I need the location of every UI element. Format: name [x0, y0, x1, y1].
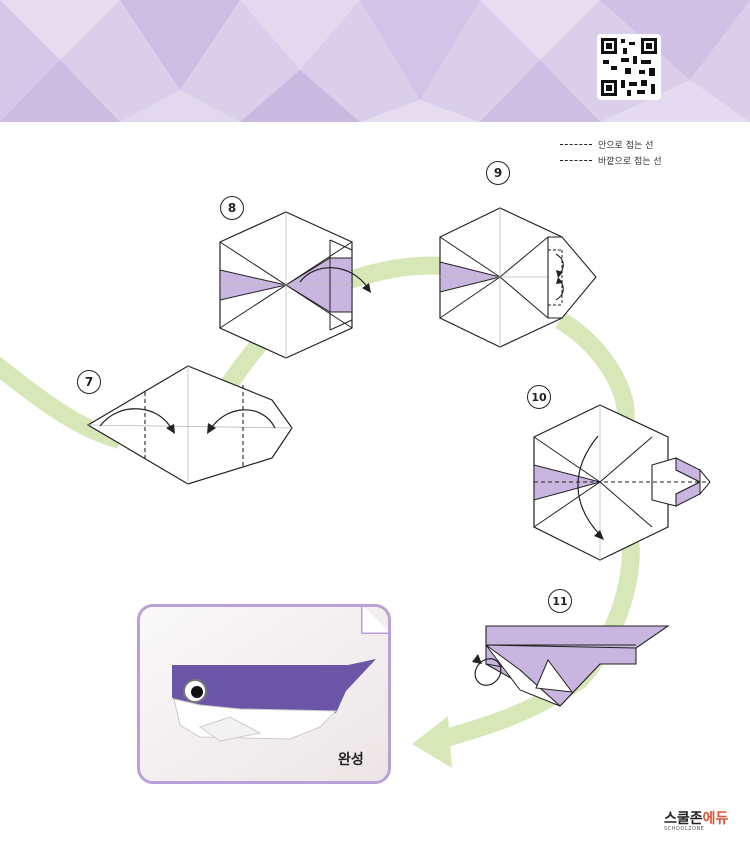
finished-photo: [137, 604, 391, 784]
legend-inward-label: 안으로 접는 선: [598, 140, 654, 151]
finished-label: 완성: [338, 752, 364, 768]
step11-figure: [472, 625, 670, 707]
legend-outward-label: 바깥으로 접는 선: [598, 156, 662, 167]
step-number-7: 7: [77, 370, 101, 394]
step10-figure: [533, 404, 711, 561]
dash-dot-line-icon: [560, 159, 592, 161]
fold-legend: 안으로 접는 선 바깥으로 접는 선: [560, 136, 662, 168]
step7-figure: [86, 365, 293, 485]
flow-arrowhead: [412, 716, 452, 768]
step-number-8: 8: [220, 196, 244, 220]
qr-code[interactable]: [597, 34, 661, 100]
logo-text-main: 스쿨존: [664, 811, 703, 827]
logo-subtext: SCHOOLZONE: [664, 826, 705, 832]
step9-figure: [439, 207, 597, 348]
qr-icon: [601, 38, 657, 96]
whale-photo-image: [140, 607, 388, 781]
legend-inward: 안으로 접는 선: [560, 136, 662, 152]
step8-figure: [219, 211, 371, 359]
step-number-11: 11: [548, 589, 572, 613]
step-number-9: 9: [486, 161, 510, 185]
brand-logo[interactable]: 스쿨존에듀: [664, 808, 728, 828]
step-number-10: 10: [527, 385, 551, 409]
legend-outward: 바깥으로 접는 선: [560, 152, 662, 168]
page-curl-icon: [361, 607, 388, 634]
dashed-line-icon: [560, 143, 592, 145]
logo-text-accent: 에듀: [702, 811, 729, 827]
